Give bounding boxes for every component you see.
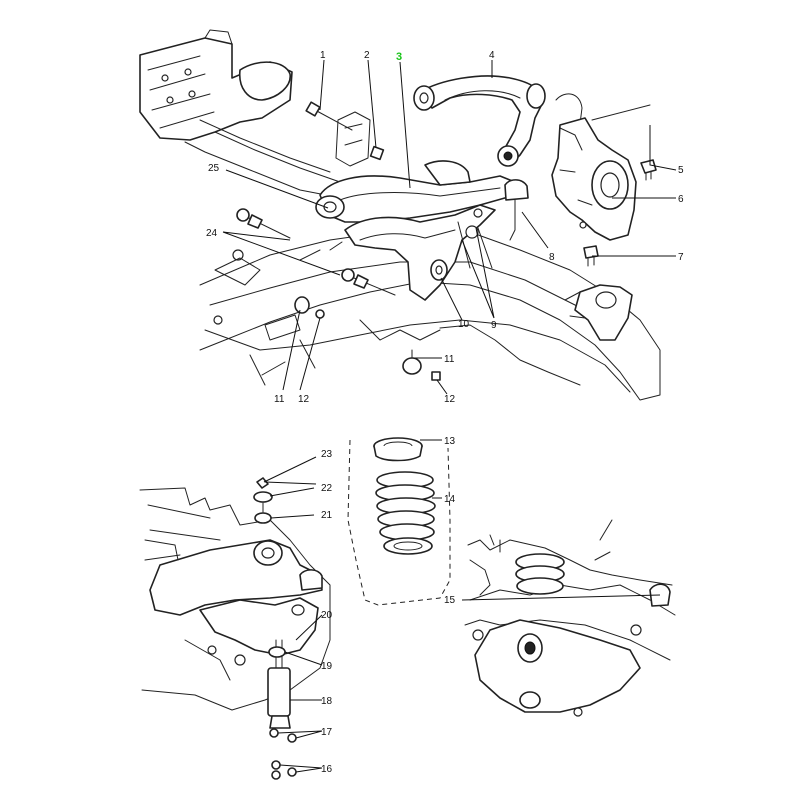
nut-part-2 (369, 145, 385, 161)
frame-rail-left (139, 29, 353, 201)
leader-lines (222, 59, 677, 773)
bolt-part-24a (236, 208, 291, 239)
upper-arm-part-4 (413, 75, 546, 167)
callout-14: 14 (444, 494, 456, 505)
bushing-part-10 (430, 259, 448, 281)
washer-part-11b (402, 349, 422, 375)
lower-control-arm-top (344, 204, 496, 301)
shock-absorber (267, 639, 291, 729)
washer-part-12a (315, 309, 325, 319)
callout-23: 23 (321, 449, 333, 460)
bolt-part-24b (341, 268, 396, 296)
coil-spring-assembly (347, 437, 451, 606)
callout-9: 9 (491, 320, 497, 331)
callout-10: 10 (458, 319, 470, 330)
callout-21: 21 (321, 510, 333, 521)
callout-12-top-left: 12 (298, 394, 310, 405)
callout-2: 2 (364, 50, 370, 61)
callout-7: 7 (678, 252, 684, 263)
coil-spring-installed (515, 553, 565, 595)
callout-8: 8 (549, 252, 555, 263)
washer-part-11a (294, 296, 310, 314)
washer-part-12b (431, 371, 441, 381)
callout-6: 6 (678, 194, 684, 205)
callout-labels: 1 2 3 4 5 6 7 8 9 10 25 24 11 12 11 12 1… (206, 50, 684, 775)
callout-20: 20 (321, 610, 333, 621)
nut-part-5 (640, 159, 657, 181)
callout-11-top-right: 11 (444, 354, 455, 365)
callout-3: 3 (396, 51, 402, 63)
callout-17: 17 (321, 727, 333, 738)
bolts-16-17 (269, 728, 297, 780)
callout-12-top-right: 12 (444, 394, 456, 405)
upper-control-arm (315, 160, 529, 241)
callout-16: 16 (321, 764, 333, 775)
callout-15: 15 (444, 595, 456, 606)
lower-right-view (464, 519, 676, 717)
callout-24: 24 (206, 228, 218, 239)
upper-assembly (139, 29, 661, 401)
cam-bracket (335, 111, 371, 167)
callout-11-top-left: 11 (274, 394, 285, 405)
callout-5: 5 (678, 165, 684, 176)
steering-knuckle (551, 93, 651, 241)
callout-25: 25 (208, 163, 220, 174)
callout-4: 4 (489, 50, 495, 61)
mount-stack-21-23 (253, 477, 273, 524)
callout-18: 18 (321, 696, 333, 707)
callout-22: 22 (321, 483, 333, 494)
callout-19: 19 (321, 661, 333, 672)
frame-mount-right (564, 284, 633, 341)
callout-13: 13 (444, 436, 456, 447)
coil-spring (375, 471, 436, 555)
callout-1: 1 (320, 50, 326, 61)
lower-left-view (139, 477, 331, 780)
bolt-part-1 (305, 101, 353, 131)
